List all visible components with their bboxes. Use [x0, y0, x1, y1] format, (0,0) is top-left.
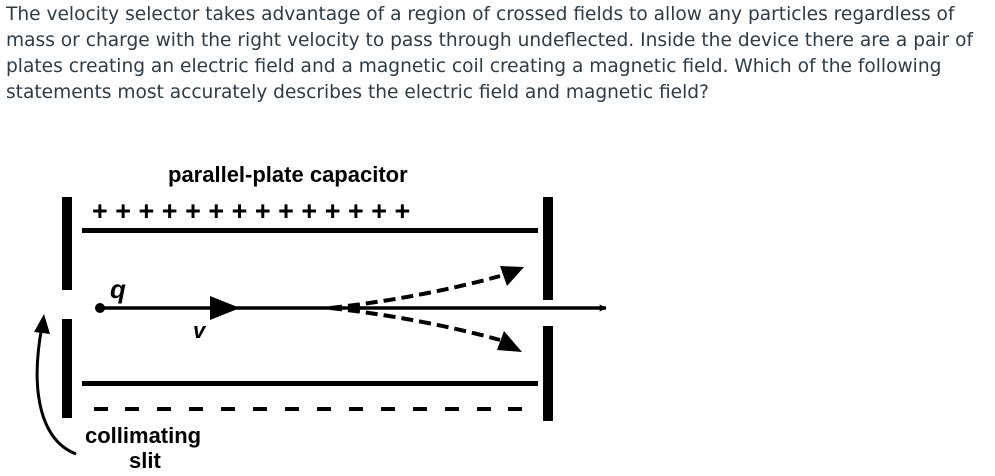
velocity-selector-diagram: parallel-plate capacitor + + + + + + + +… [34, 162, 607, 473]
slit-label-line1: collimating [85, 423, 201, 448]
positive-charge-signs: + + + + + + + + + + + + + + [92, 196, 410, 226]
slit-pointer-arrowhead [34, 314, 50, 334]
velocity-arrowhead [210, 296, 240, 320]
capacitor-label: parallel-plate capacitor [168, 162, 408, 187]
slit-pointer-arrow [35, 325, 77, 456]
collimating-slit-lower-bar [62, 319, 72, 418]
exit-slit-upper-bar [543, 197, 553, 300]
charge-label: q [110, 274, 126, 304]
bottom-plate [82, 381, 538, 386]
downward-deflected-trajectory [329, 306, 501, 342]
exit-slit-lower-bar [543, 326, 553, 421]
top-plate [82, 228, 538, 233]
upward-deflection-arrowhead [500, 266, 524, 286]
slit-label-line2: slit [129, 448, 161, 473]
downward-deflection-arrowhead [497, 331, 522, 352]
upward-deflected-trajectory [329, 274, 501, 310]
negative-charge-signs [94, 407, 522, 411]
question-text: The velocity selector takes advantage of… [6, 4, 974, 103]
velocity-label: v [193, 318, 207, 343]
collimating-slit-upper-bar [62, 197, 72, 290]
